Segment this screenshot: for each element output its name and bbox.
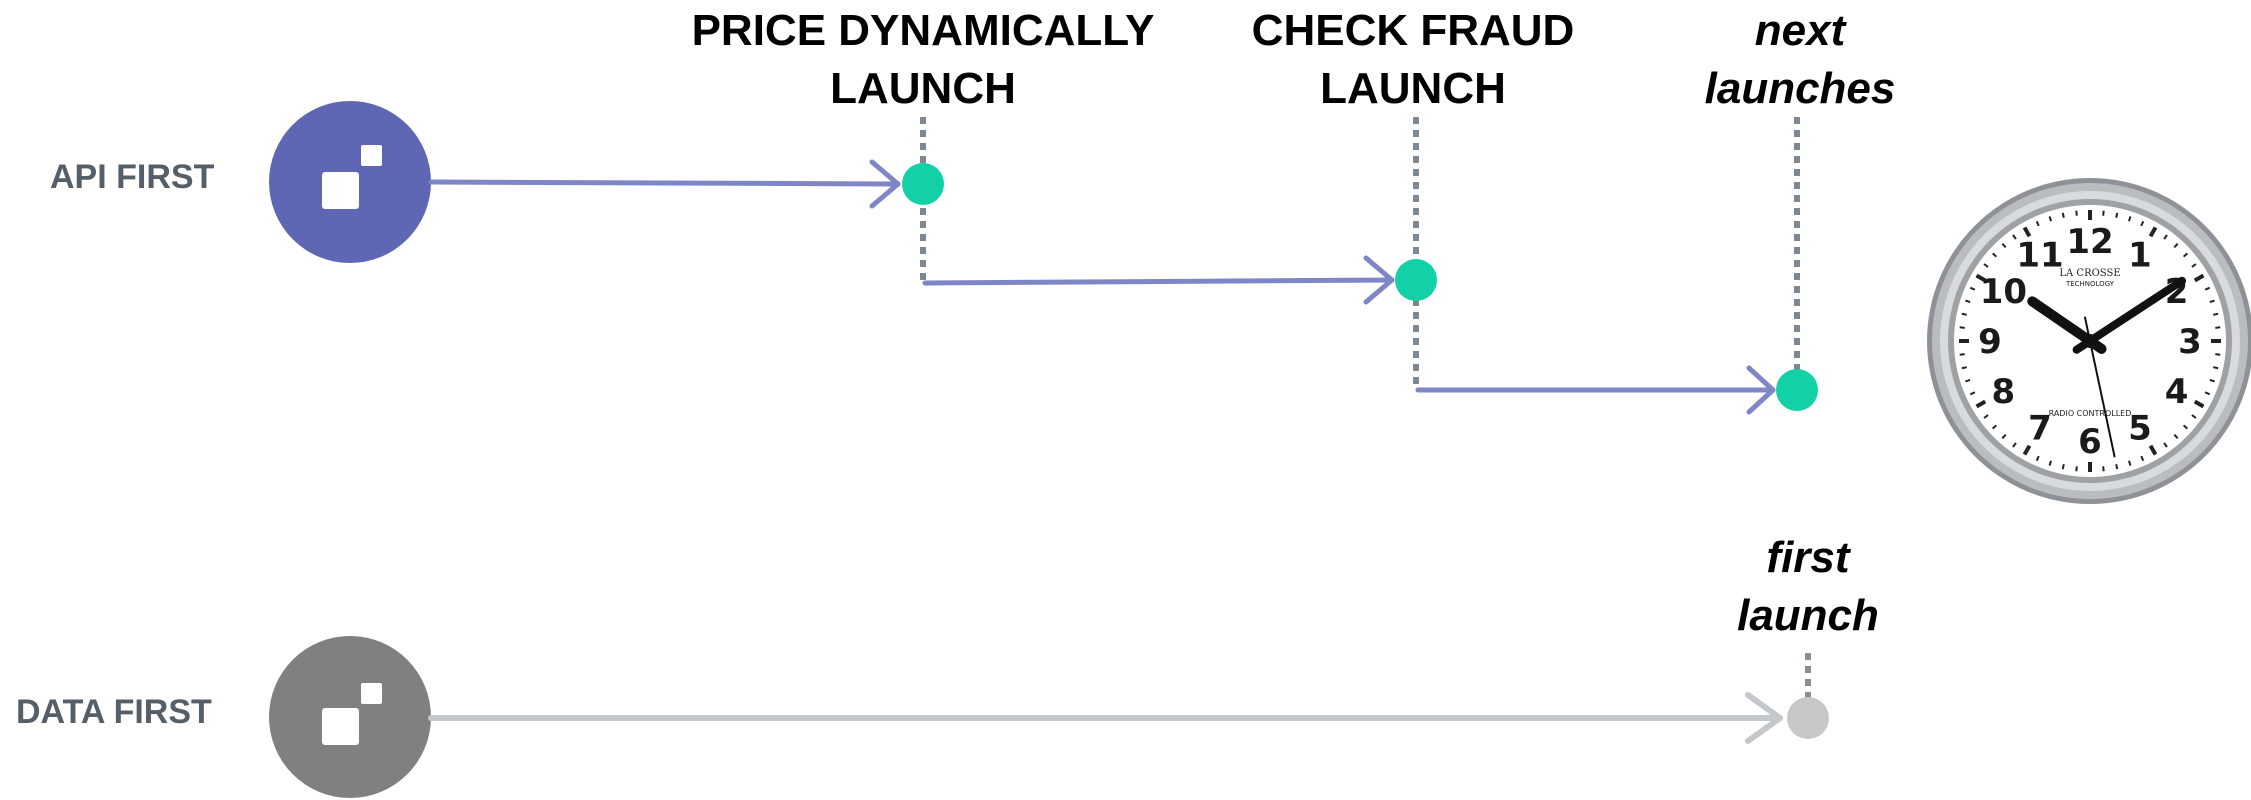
clock-tick [2213, 366, 2219, 370]
clock-tick [1959, 353, 1965, 356]
clock-tick [2182, 424, 2189, 430]
milestone-dot-price [902, 163, 944, 205]
api-first-icon [269, 101, 431, 263]
milestone-first-line1: first [1766, 533, 1850, 582]
clock-numeral: 8 [1992, 372, 2016, 412]
milestone-next-line1: next [1754, 6, 1846, 55]
clock-tick [2048, 460, 2053, 466]
clock-tick [2215, 326, 2221, 329]
clock-tick [2115, 212, 2119, 218]
clock-tick [1975, 399, 1987, 409]
clock-tick [2204, 391, 2211, 396]
clock-tick [1969, 286, 1976, 291]
clock-tick [2127, 460, 2132, 466]
clock-tick [1983, 414, 1989, 419]
clock-numeral: 11 [2016, 235, 2063, 275]
clock-tick [2215, 353, 2221, 356]
clock-tick [1969, 391, 1976, 396]
milestone-label-next: next launches [1705, 2, 1896, 118]
clock-tick [2012, 442, 2017, 448]
milestone-next-line2: launches [1704, 64, 1896, 113]
clock-brand: LA CROSSE [2059, 268, 2120, 279]
clock-tick [2001, 433, 2007, 440]
clock-tick [2102, 466, 2105, 472]
clock-tick [2140, 455, 2145, 462]
clock-tick [2075, 466, 2078, 472]
clock-tick [2127, 216, 2132, 222]
clock-tick [2102, 210, 2105, 216]
clock-tick [2140, 220, 2145, 227]
clock-tick [2191, 414, 2197, 419]
row-label-data-first: DATA FIRST [16, 693, 212, 731]
clock-tick [2035, 455, 2040, 462]
clock-tick [1965, 299, 1971, 304]
clock-tick [2075, 210, 2078, 216]
clock-tick [2209, 378, 2215, 383]
clock-tick [2048, 216, 2053, 222]
api-arrow-3 [1415, 365, 1776, 415]
milestone-fraud-line1: CHECK FRAUD [1251, 6, 1575, 55]
clock-tick [2163, 234, 2168, 240]
row-label-api-first: API FIRST [50, 158, 215, 196]
clock-tick [2213, 312, 2219, 316]
clock-tick [2001, 242, 2007, 249]
clock-tick [1965, 378, 1971, 383]
clock-numeral: 4 [2165, 372, 2189, 412]
clock-tick [2163, 442, 2168, 448]
clock-tick [2173, 242, 2179, 249]
milestone-price-line2: LAUNCH [830, 64, 1016, 113]
clock-tick [1961, 366, 1967, 370]
clock-center-cap [2083, 334, 2097, 348]
clock-tick [2209, 299, 2215, 304]
clock-tick [2022, 444, 2032, 456]
clock-tick [2193, 273, 2205, 283]
clock-numeral: 6 [2078, 422, 2102, 462]
clock-tick [2035, 220, 2040, 227]
clock-numeral: 10 [1980, 272, 2027, 312]
clock-tick [1991, 424, 1998, 430]
clock-tick [2173, 433, 2179, 440]
milestone-first-line2: launch [1737, 591, 1879, 640]
data-arrow [428, 692, 1783, 744]
clock-tick [2022, 226, 2032, 238]
clock-numeral: 5 [2128, 409, 2152, 449]
clock-brand-sub: TECHNOLOGY [2065, 280, 2115, 288]
api-arrow-1 [428, 159, 901, 209]
milestone-dot-fraud [1395, 259, 1437, 301]
clock-tick [1959, 326, 1965, 329]
clock-tick [1991, 252, 1998, 258]
milestone-fraud-line2: LAUNCH [1320, 64, 1506, 113]
clock-tick [2204, 286, 2211, 291]
api-arrow-2 [922, 255, 1395, 305]
clock-numeral: 7 [2028, 409, 2052, 449]
clock-tick [2012, 234, 2017, 240]
clock-tick [2148, 226, 2158, 238]
clock-tick [2182, 252, 2189, 258]
clock-numeral: 1 [2128, 235, 2152, 275]
clock-tick [2061, 212, 2065, 218]
clock-tick [1975, 273, 1987, 283]
clock-tick [2115, 464, 2119, 470]
milestone-dot-first [1787, 697, 1829, 739]
clock-tick [2061, 464, 2065, 470]
clock-numeral: 3 [2178, 322, 2202, 362]
clock-numeral: 9 [1978, 322, 2002, 362]
data-first-icon [269, 636, 431, 798]
milestone-label-fraud: CHECK FRAUD LAUNCH [1252, 2, 1575, 118]
milestone-dot-next [1776, 369, 1818, 411]
clock-tick [1961, 312, 1967, 316]
clock-tick [2191, 263, 2197, 268]
clock-tick [1983, 263, 1989, 268]
clock-tick [2193, 399, 2205, 409]
milestone-label-price: PRICE DYNAMICALLY LAUNCH [692, 2, 1155, 118]
clock-numeral: 12 [2066, 222, 2113, 262]
clock-tick [2148, 444, 2158, 456]
milestone-price-line1: PRICE DYNAMICALLY [691, 6, 1155, 55]
clock-caption: RADIO CONTROLLED [2049, 409, 2132, 418]
milestone-label-first: first launch [1737, 529, 1879, 645]
